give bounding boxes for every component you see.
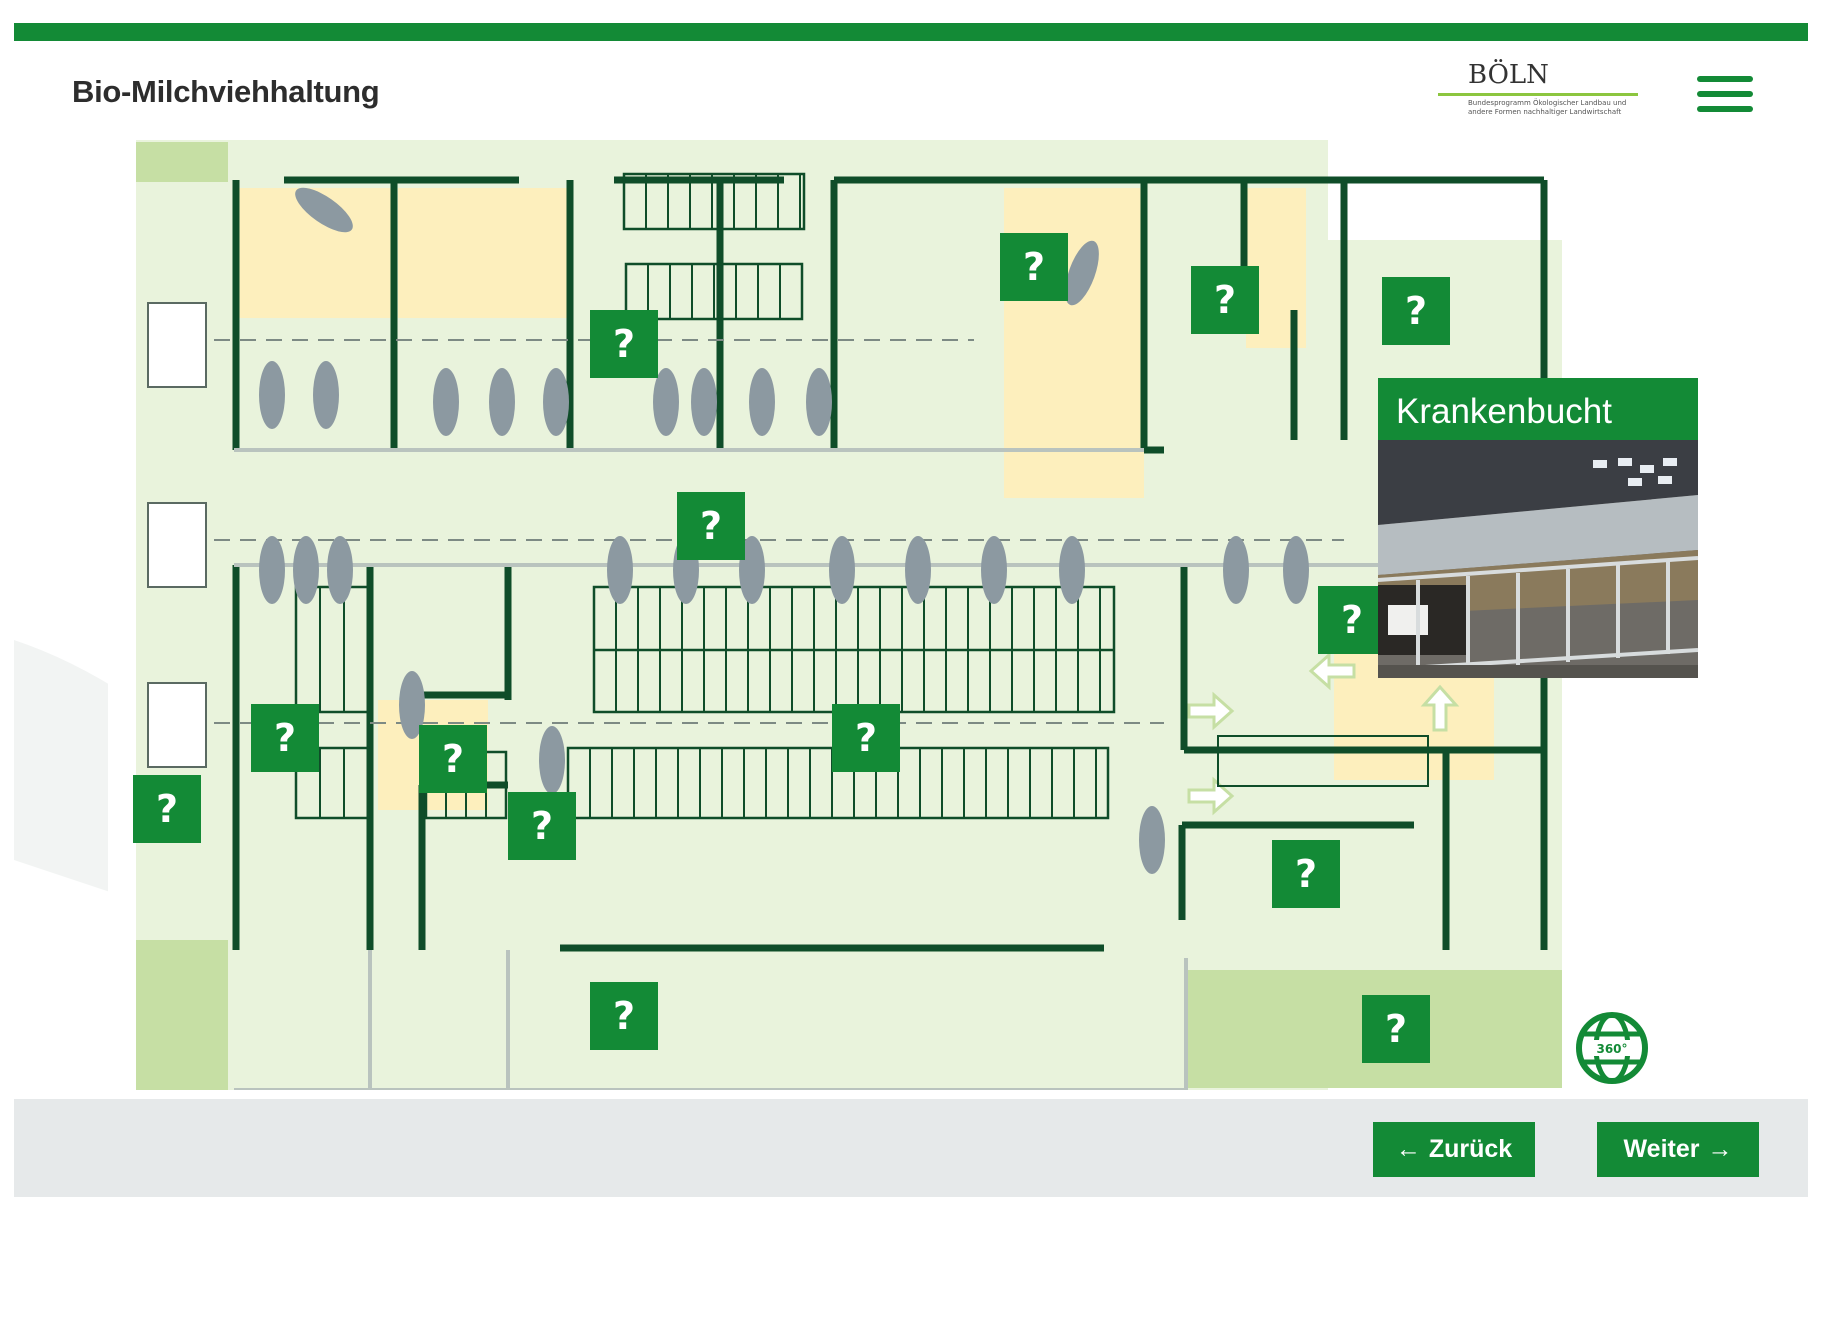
hotspot-button[interactable]: ? xyxy=(1382,277,1450,345)
cow-figure xyxy=(1059,536,1085,604)
hotspot-button[interactable]: ? xyxy=(1318,586,1386,654)
arrow-right-icon: → xyxy=(1707,1135,1733,1163)
logo-subtitle: Bundesprogramm Ökologischer Landbau und … xyxy=(1468,99,1627,116)
cow-figure xyxy=(1065,240,1099,306)
cow-figure xyxy=(295,187,353,233)
cow-figure xyxy=(259,536,285,604)
hotspot-button[interactable]: ? xyxy=(1362,995,1430,1063)
top-accent-bar xyxy=(14,23,1808,41)
back-button-label: Zurück xyxy=(1428,1135,1513,1163)
info-popup[interactable]: Krankenbucht xyxy=(1378,378,1698,678)
cow-figures xyxy=(259,187,1309,874)
straw-pen-2 xyxy=(398,188,568,318)
cow-figure xyxy=(489,368,515,436)
arrow-left-icon: ← xyxy=(1395,1135,1421,1163)
cow-figure xyxy=(1223,536,1249,604)
logo-name: BÖLN xyxy=(1468,60,1549,90)
hotspot-button[interactable]: ? xyxy=(508,792,576,860)
cow-figure xyxy=(806,368,832,436)
app-root: Bio-Milchviehhaltung BÖLN Bundesprogramm… xyxy=(14,0,1808,1210)
hotspot-button[interactable]: ? xyxy=(590,982,658,1050)
sick-pen-photo xyxy=(1378,440,1698,678)
cow-figure xyxy=(691,368,717,436)
cow-figure xyxy=(1139,806,1165,874)
hotspot-button[interactable]: ? xyxy=(251,704,319,772)
hotspot-button[interactable]: ? xyxy=(133,775,201,843)
hotspot-button[interactable]: ? xyxy=(419,725,487,793)
walls xyxy=(232,176,1548,952)
cow-figure xyxy=(543,368,569,436)
thin-walls xyxy=(234,448,1414,1090)
cow-figure xyxy=(749,368,775,436)
next-button[interactable]: Weiter → xyxy=(1597,1122,1759,1177)
cow-figure xyxy=(1283,536,1309,604)
hamburger-icon[interactable] xyxy=(1697,74,1753,114)
cow-figure xyxy=(327,536,353,604)
outdoor-corner-top xyxy=(136,142,228,182)
footer-bar xyxy=(14,1099,1808,1197)
barn-floor-plan xyxy=(14,140,1562,1090)
next-button-label: Weiter xyxy=(1623,1135,1700,1163)
flow-arrows xyxy=(1187,651,1460,816)
hotspot-button[interactable]: ? xyxy=(1000,233,1068,301)
cow-figure xyxy=(539,726,565,794)
cow-figure xyxy=(905,536,931,604)
cow-figure xyxy=(981,536,1007,604)
boeln-logo: BÖLN Bundesprogramm Ökologischer Landbau… xyxy=(1438,60,1643,135)
milking-stand xyxy=(1217,735,1429,787)
cow-figure xyxy=(829,536,855,604)
view360-label: 360° xyxy=(1596,1042,1627,1056)
hotspot-button[interactable]: ? xyxy=(1272,840,1340,908)
logo-underline xyxy=(1438,93,1638,96)
back-button[interactable]: ← Zurück xyxy=(1373,1122,1535,1177)
popup-title: Krankenbucht xyxy=(1378,378,1698,440)
cow-figure xyxy=(399,671,425,739)
cow-figure xyxy=(433,368,459,436)
cow-figure xyxy=(313,361,339,429)
cow-figure xyxy=(653,368,679,436)
left-margin xyxy=(108,140,136,1090)
cubicle-dividers xyxy=(319,174,1101,818)
page-title: Bio-Milchviehhaltung xyxy=(72,74,380,109)
hotspot-button[interactable]: ? xyxy=(677,492,745,560)
floor-top-strip xyxy=(136,142,746,182)
globe-360-icon[interactable]: 360° xyxy=(1574,1010,1650,1086)
hotspot-button[interactable]: ? xyxy=(590,310,658,378)
cow-figure xyxy=(607,536,633,604)
cow-figure xyxy=(739,536,765,604)
outside-troughs xyxy=(147,302,207,768)
cow-figure xyxy=(259,361,285,429)
background-curve xyxy=(14,640,134,900)
hotspot-button[interactable]: ? xyxy=(832,704,900,772)
outdoor-corner-bottom xyxy=(136,940,228,1090)
hotspot-button[interactable]: ? xyxy=(1191,266,1259,334)
cow-figure xyxy=(293,536,319,604)
